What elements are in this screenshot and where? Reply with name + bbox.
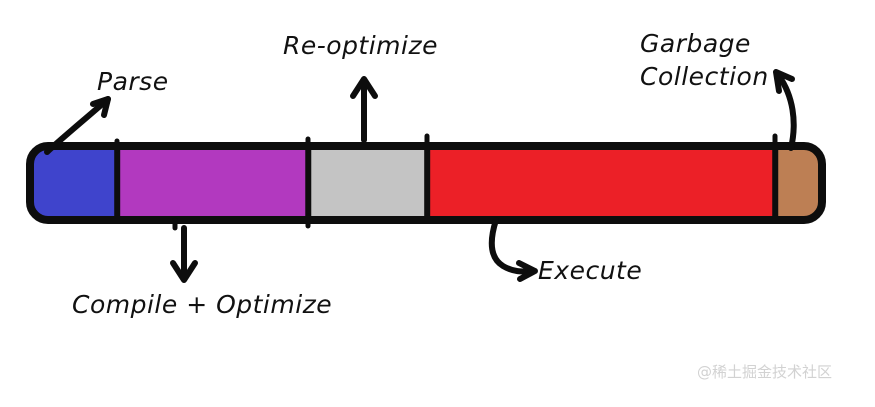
segment-execute[interactable] xyxy=(427,146,776,220)
segment-parse[interactable] xyxy=(30,146,118,220)
segment-dividers xyxy=(114,146,779,220)
execute-arrow-icon xyxy=(488,217,538,282)
label-re-optimize: Re-optimize xyxy=(283,31,438,60)
parse-arrow-icon xyxy=(44,96,111,155)
boundary-ticks xyxy=(114,133,778,231)
garbage-collection-arrow-icon xyxy=(773,69,797,151)
label-garbage-line1: Garbage xyxy=(640,29,751,58)
re-optimize-arrow-icon xyxy=(350,76,378,143)
segment-compile-optimize[interactable] xyxy=(117,146,309,220)
stacked-bar-segments xyxy=(30,146,822,220)
compile-optimize-arrow-icon xyxy=(170,225,198,283)
label-garbage-collection: Garbage Collection xyxy=(640,28,769,93)
segment-garbage-collection[interactable] xyxy=(775,146,822,220)
watermark: @稀土掘金技术社区 xyxy=(697,363,833,381)
label-parse: Parse xyxy=(97,67,169,96)
label-compile-optimize: Compile + Optimize xyxy=(72,290,333,319)
label-garbage-line2: Collection xyxy=(640,62,769,92)
segment-re-optimize[interactable] xyxy=(308,146,428,220)
label-execute: Execute xyxy=(538,256,643,285)
